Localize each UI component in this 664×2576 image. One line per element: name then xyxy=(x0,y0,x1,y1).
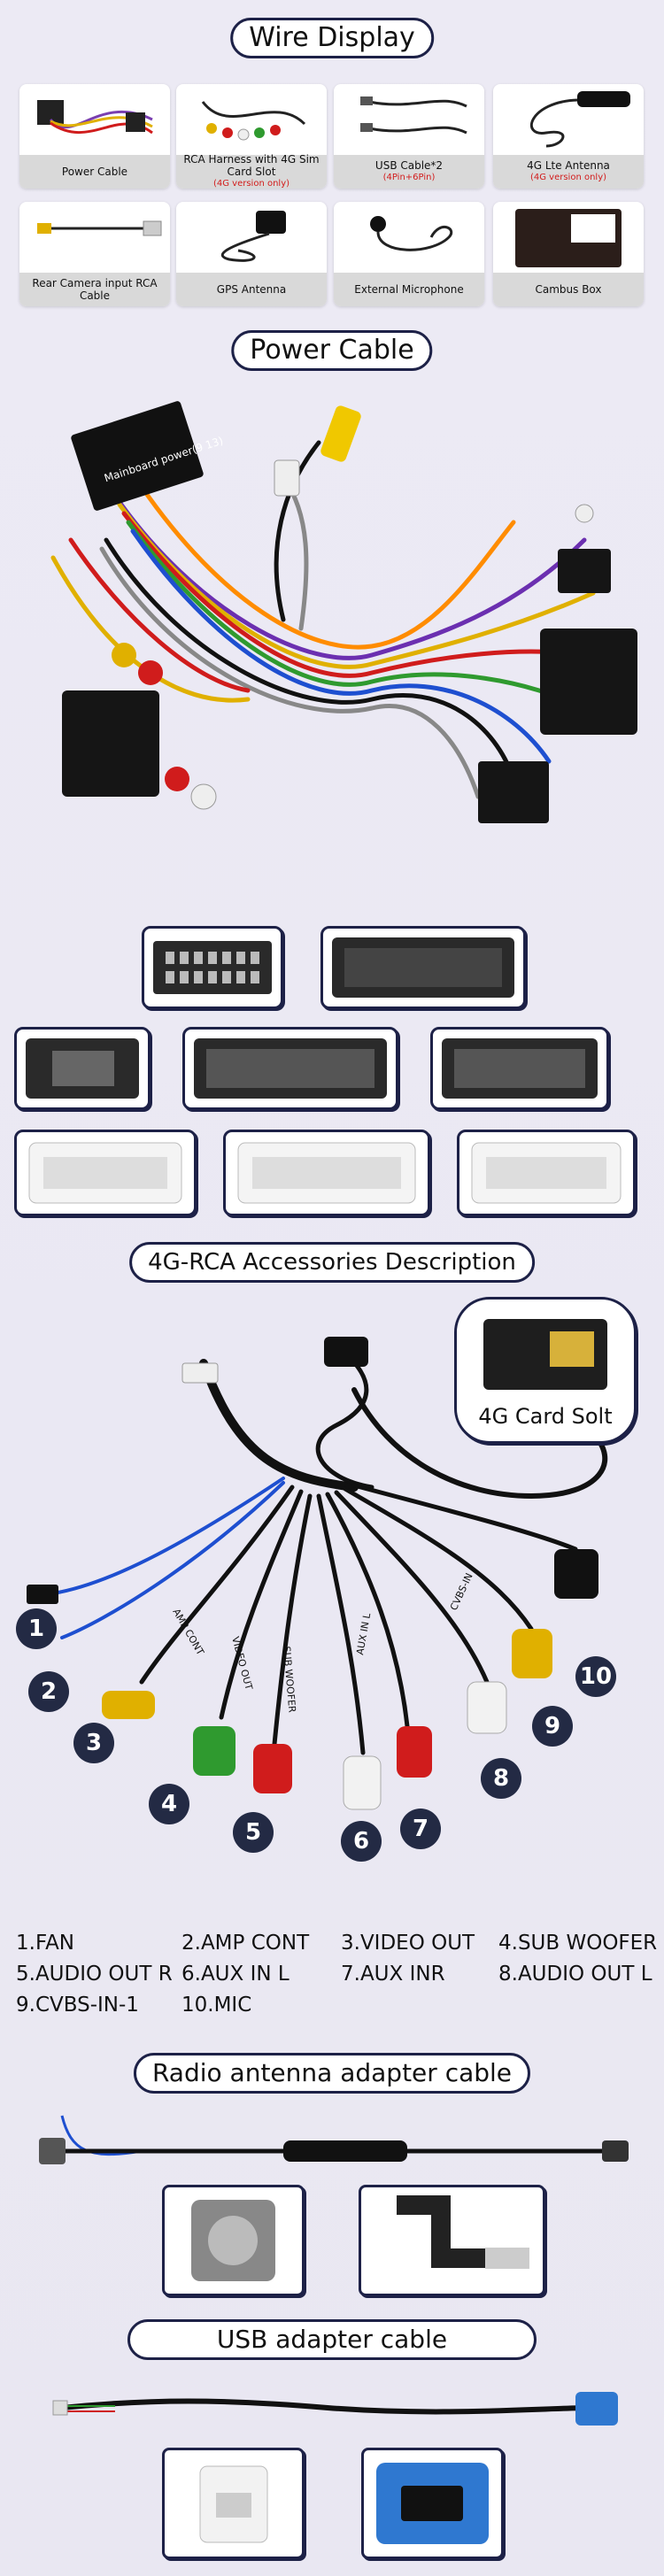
cable-tag: CVBS-IN xyxy=(448,1571,475,1612)
usb-plug-closeup-1 xyxy=(162,2448,305,2559)
card-gps-antenna: GPS Antenna xyxy=(176,202,327,306)
legend-item: 7.AUX INR xyxy=(341,1963,445,1986)
connector-closeup-2 xyxy=(320,926,526,1009)
badge-6: 6 xyxy=(341,1821,382,1862)
card-label: Cambus Box xyxy=(535,283,602,296)
usb-adapter-cable-image xyxy=(52,2392,618,2426)
legend-item: 6.AUX IN L xyxy=(181,1963,290,1986)
connector-closeup-8 xyxy=(457,1130,636,1216)
rca-harness-image xyxy=(201,101,306,141)
legend-item: 3.VIDEO OUT xyxy=(341,1932,475,1955)
power-cable-image xyxy=(37,100,153,135)
card-rear-camera: Rear Camera input RCA Cable xyxy=(19,202,170,306)
legend-item: 1.FAN xyxy=(16,1932,75,1955)
card-power-cable: Power Cable xyxy=(19,84,170,189)
connector-closeup-5 xyxy=(430,1027,609,1110)
antenna-plug-closeup-2 xyxy=(359,2185,545,2296)
card-cambus-box: Cambus Box xyxy=(493,202,644,306)
sim-card-slot-image xyxy=(483,1319,607,1390)
card-rca-harness: RCA Harness with 4G Sim Card Slot (4G ve… xyxy=(176,84,327,189)
section-title-wire-display: Wire Display xyxy=(230,18,434,58)
section-title-usb: USB adapter cable xyxy=(127,2319,537,2360)
card-label: GPS Antenna xyxy=(216,283,287,296)
connector-closeup-3 xyxy=(14,1027,151,1110)
connector-closeup-4 xyxy=(182,1027,398,1110)
badge-4: 4 xyxy=(149,1784,189,1824)
section-title-power-cable: Power Cable xyxy=(231,330,433,371)
card-label: Power Cable xyxy=(61,166,128,178)
microphone-image xyxy=(370,216,452,251)
legend-item: 9.CVBS-IN-1 xyxy=(16,1994,139,2017)
legend-item: 10.MIC xyxy=(181,1994,252,2017)
connector-closeup-1 xyxy=(142,926,283,1009)
sim-card-slot-callout: 4G Card Solt xyxy=(454,1297,637,1444)
section-title-antenna: Radio antenna adapter cable xyxy=(133,2053,531,2094)
antenna-plug-closeup-1 xyxy=(162,2185,305,2296)
sim-card-slot-label: 4G Card Solt xyxy=(478,1404,613,1429)
card-note: (4G version only) xyxy=(212,179,290,189)
legend-item: 5.AUDIO OUT R xyxy=(16,1963,173,1986)
cambus-box-image xyxy=(515,209,622,267)
card-label: USB Cable*2 xyxy=(374,159,444,172)
card-label: External Microphone xyxy=(354,283,464,296)
gps-antenna-image xyxy=(220,211,286,262)
usb-plug-closeup-2 xyxy=(361,2448,504,2559)
badge-8: 8 xyxy=(481,1758,521,1799)
card-note: (4G version only) xyxy=(529,173,607,182)
badge-3: 3 xyxy=(73,1723,114,1763)
card-label: RCA Harness with 4G Sim Card Slot xyxy=(183,153,320,178)
legend-item: 4.SUB WOOFER xyxy=(498,1932,658,1955)
badge-10: 10 xyxy=(575,1656,616,1697)
card-4g-antenna: 4G Lte Antenna (4G version only) xyxy=(493,84,644,189)
lte-antenna-image xyxy=(530,91,630,148)
card-label: 4G Lte Antenna xyxy=(527,159,610,172)
usb-cable-image xyxy=(360,96,467,135)
badge-5: 5 xyxy=(233,1812,274,1853)
antenna-adapter-cable-image xyxy=(39,2115,629,2164)
connector-closeup-6 xyxy=(14,1130,197,1216)
badge-9: 9 xyxy=(532,1706,573,1747)
cable-tag: AMP CONT xyxy=(170,1607,206,1657)
power-harness-image: Mainboard power(9 13) xyxy=(50,401,637,823)
card-microphone: External Microphone xyxy=(334,202,484,306)
connector-closeup-7 xyxy=(223,1130,430,1216)
rca-harness-diagram: AMP CONT VIDEO OUT SUB WOOFER AUX IN L C… xyxy=(27,1337,608,1810)
badge-1: 1 xyxy=(16,1608,57,1649)
section-title-accessories: 4G-RCA Accessories Description xyxy=(129,1242,535,1283)
badge-7: 7 xyxy=(400,1809,441,1849)
rear-camera-cable-image xyxy=(37,220,162,236)
badge-2: 2 xyxy=(28,1671,69,1712)
legend-item: 8.AUDIO OUT L xyxy=(498,1963,652,1986)
card-label: Rear Camera input RCA Cable xyxy=(32,277,158,302)
legend-item: 2.AMP CONT xyxy=(181,1932,310,1955)
card-note: (4Pin+6Pin) xyxy=(382,173,436,182)
cable-tag: AUX IN L xyxy=(354,1611,373,1655)
card-usb-cable: USB Cable*2 (4Pin+6Pin) xyxy=(334,84,484,189)
